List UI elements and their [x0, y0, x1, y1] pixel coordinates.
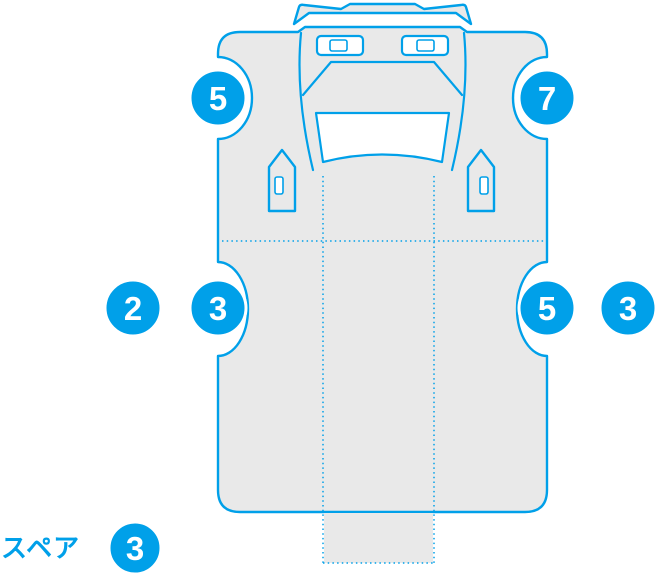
marker-circle: [188, 68, 248, 128]
marker-front-left-label: 5: [209, 80, 227, 117]
marker-rear-right-inner[interactable]: 5: [517, 278, 577, 338]
windshield: [314, 111, 451, 164]
marker-spare-label: 3: [126, 530, 144, 567]
roof-spoiler: [292, 2, 473, 26]
marker-spare[interactable]: 3: [107, 520, 163, 576]
a-pillar-right: [450, 31, 467, 172]
center-strip-extension: [324, 513, 433, 563]
marker-rear-right-outer[interactable]: 3: [598, 278, 658, 338]
marker-circle: [517, 68, 577, 128]
roof-detail-left-inner: [329, 39, 348, 52]
mirror-right-slot: [479, 176, 489, 195]
car-body: [216, 25, 549, 514]
marker-rear-right-inner-label: 5: [538, 290, 556, 327]
marker-rear-left-inner-label: 3: [209, 290, 227, 327]
marker-rear-left-inner[interactable]: 3: [188, 278, 248, 338]
mirror-left-slot: [274, 176, 284, 195]
marker-front-right[interactable]: 7: [517, 68, 577, 128]
marker-circle: [517, 278, 577, 338]
marker-front-right-label: 7: [538, 80, 556, 117]
marker-rear-right-outer-label: 3: [619, 290, 637, 327]
marker-rear-left-outer-label: 2: [124, 290, 142, 327]
spare-label: スペア: [1, 533, 80, 563]
marker-circle: [107, 520, 163, 576]
cowl-line: [301, 60, 464, 97]
marker-rear-left-outer[interactable]: 2: [103, 278, 163, 338]
marker-circle: [598, 278, 658, 338]
marker-front-left[interactable]: 5: [188, 68, 248, 128]
roof-detail-right-inner: [416, 39, 435, 52]
a-pillar-left: [298, 31, 315, 172]
marker-circle: [103, 278, 163, 338]
marker-circle: [188, 278, 248, 338]
